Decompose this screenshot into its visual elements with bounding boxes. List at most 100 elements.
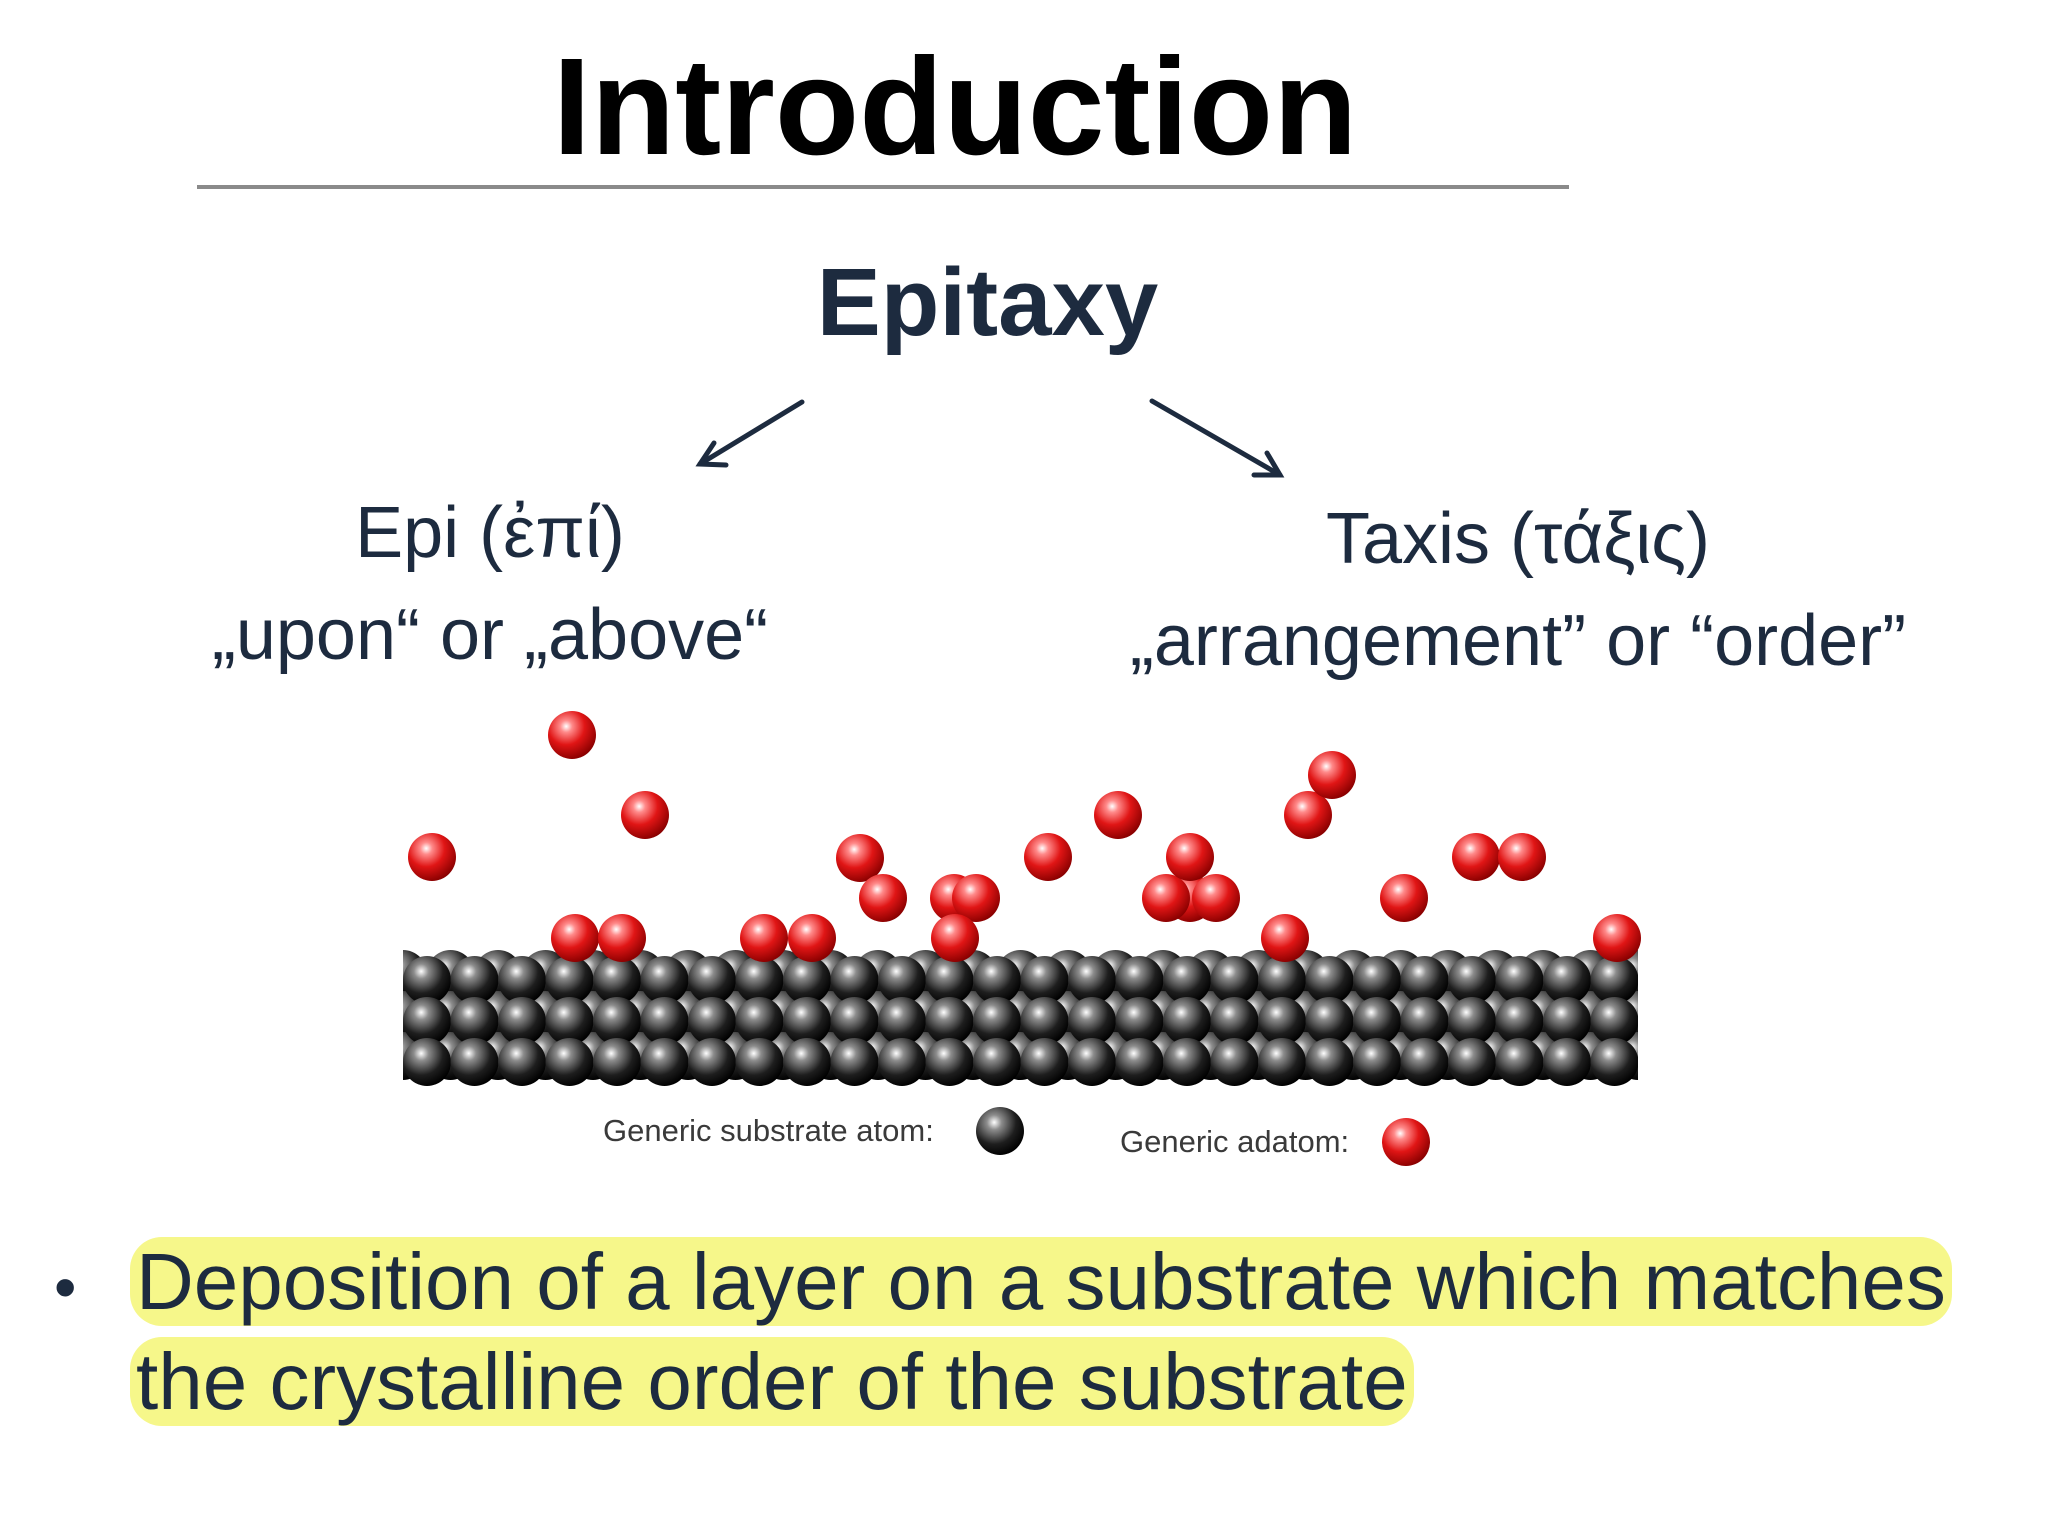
substrate-atom <box>1115 956 1164 1004</box>
substrate-atom <box>640 956 689 1004</box>
substrate-atom <box>1020 997 1069 1045</box>
substrate-atom <box>1258 1038 1306 1086</box>
substrate-atom <box>403 1038 451 1086</box>
substrate-atom <box>450 956 499 1004</box>
left-arrow-icon <box>695 399 805 468</box>
substrate-atom <box>1068 956 1116 1004</box>
substrate-atom <box>1353 1038 1401 1086</box>
substrate-atom <box>450 1038 499 1086</box>
substrate-atom <box>878 997 926 1045</box>
legend-adatom <box>1382 1118 1430 1166</box>
substrate-atom <box>783 997 831 1045</box>
substrate-atom <box>1210 1038 1259 1086</box>
adatom <box>1593 914 1641 962</box>
adatom <box>408 833 456 881</box>
substrate-atom <box>1258 997 1306 1045</box>
adatom <box>1380 874 1428 922</box>
substrate-atom <box>878 1038 926 1086</box>
substrate-atom <box>593 997 641 1045</box>
adatom <box>740 914 788 962</box>
bullet-marker: • <box>54 1251 77 1323</box>
substrate-atom <box>735 956 784 1004</box>
substrate-atom <box>925 997 974 1045</box>
substrate-atom <box>640 1038 689 1086</box>
substrate-atom <box>1495 1038 1544 1086</box>
substrate-atom <box>783 1038 831 1086</box>
substrate-atom <box>498 956 546 1004</box>
substrate-atom <box>878 956 926 1004</box>
substrate-atom <box>1210 956 1259 1004</box>
substrate-atom <box>688 997 736 1045</box>
adatom <box>548 711 596 759</box>
substrate-atom <box>1495 997 1544 1045</box>
substrate-atom <box>1590 956 1638 1004</box>
substrate-atom <box>688 956 736 1004</box>
substrate-atom <box>1210 997 1259 1045</box>
legend-substrate-label: Generic substrate atom: <box>603 1113 934 1148</box>
substrate-atom <box>1163 997 1211 1045</box>
legend-adatom-label: Generic adatom: <box>1120 1124 1350 1159</box>
title-divider <box>197 185 1569 189</box>
substrate-atom <box>593 956 641 1004</box>
adatom <box>836 834 884 882</box>
substrate-atom <box>1590 997 1638 1045</box>
epi-meaning: „upon“ or „above“ <box>211 595 769 676</box>
taxis-word: Taxis (τάξις) <box>1326 499 1710 579</box>
substrate-atom <box>973 997 1021 1045</box>
substrate-atom <box>1305 1038 1354 1086</box>
right-arrow-icon <box>1149 398 1285 478</box>
substrate-atom <box>1495 956 1544 1004</box>
adatom <box>1284 791 1332 839</box>
substrate-atom <box>688 1038 736 1086</box>
adatom <box>1308 751 1356 799</box>
substrate-atom <box>1448 1038 1496 1086</box>
substrate-atom <box>735 997 784 1045</box>
substrate-atom <box>1590 1038 1638 1086</box>
adatom <box>551 914 599 962</box>
substrate-atom <box>1115 1038 1164 1086</box>
substrate-atom <box>1400 956 1449 1004</box>
substrate-atom <box>403 997 451 1045</box>
substrate-atom <box>1543 1038 1591 1086</box>
substrate-atom <box>403 956 451 1004</box>
adatom <box>788 914 836 962</box>
taxis-meaning: „arrangement” or “order” <box>1129 601 1907 682</box>
substrate-atom <box>925 956 974 1004</box>
center-word: Epitaxy <box>816 249 1159 356</box>
adatoms <box>408 711 1641 962</box>
substrate-atom <box>593 1038 641 1086</box>
substrate-atom <box>1305 956 1354 1004</box>
substrate-atom <box>545 1038 594 1086</box>
substrate-atom <box>1258 956 1306 1004</box>
adatom <box>621 791 669 839</box>
adatom <box>1166 833 1214 881</box>
substrate-atom <box>1163 956 1211 1004</box>
substrate-atom <box>830 956 879 1004</box>
substrate-atom <box>1068 1038 1116 1086</box>
highlighted-definition: Deposition of a layer on a substrate whi… <box>130 1237 1952 1426</box>
substrate-atom <box>545 997 594 1045</box>
substrate-atom <box>1020 1038 1069 1086</box>
substrate-atom <box>830 997 879 1045</box>
substrate-atom <box>1020 956 1069 1004</box>
substrate-atom <box>545 956 594 1004</box>
substrate-atom <box>1448 956 1496 1004</box>
substrate-atom <box>783 956 831 1004</box>
substrate-atom <box>1543 997 1591 1045</box>
substrate-atom <box>925 1038 974 1086</box>
taxis-etymology: Taxis (τάξις) „arrangement” or “order” <box>1058 488 1978 692</box>
bullet-item: Deposition of a layer on a substrate whi… <box>130 1232 2036 1432</box>
substrate-atom <box>1115 997 1164 1045</box>
substrate-atom <box>498 997 546 1045</box>
legend-substrate-atom <box>976 1107 1024 1155</box>
substrate-atom <box>735 1038 784 1086</box>
substrate-atom <box>1305 997 1354 1045</box>
adatom <box>952 874 1000 922</box>
adatom <box>598 914 646 962</box>
substrate-slab <box>403 950 1638 1086</box>
substrate-atom <box>830 1038 879 1086</box>
adatom <box>1498 833 1546 881</box>
substrate-atom <box>1163 1038 1211 1086</box>
adatom <box>859 874 907 922</box>
